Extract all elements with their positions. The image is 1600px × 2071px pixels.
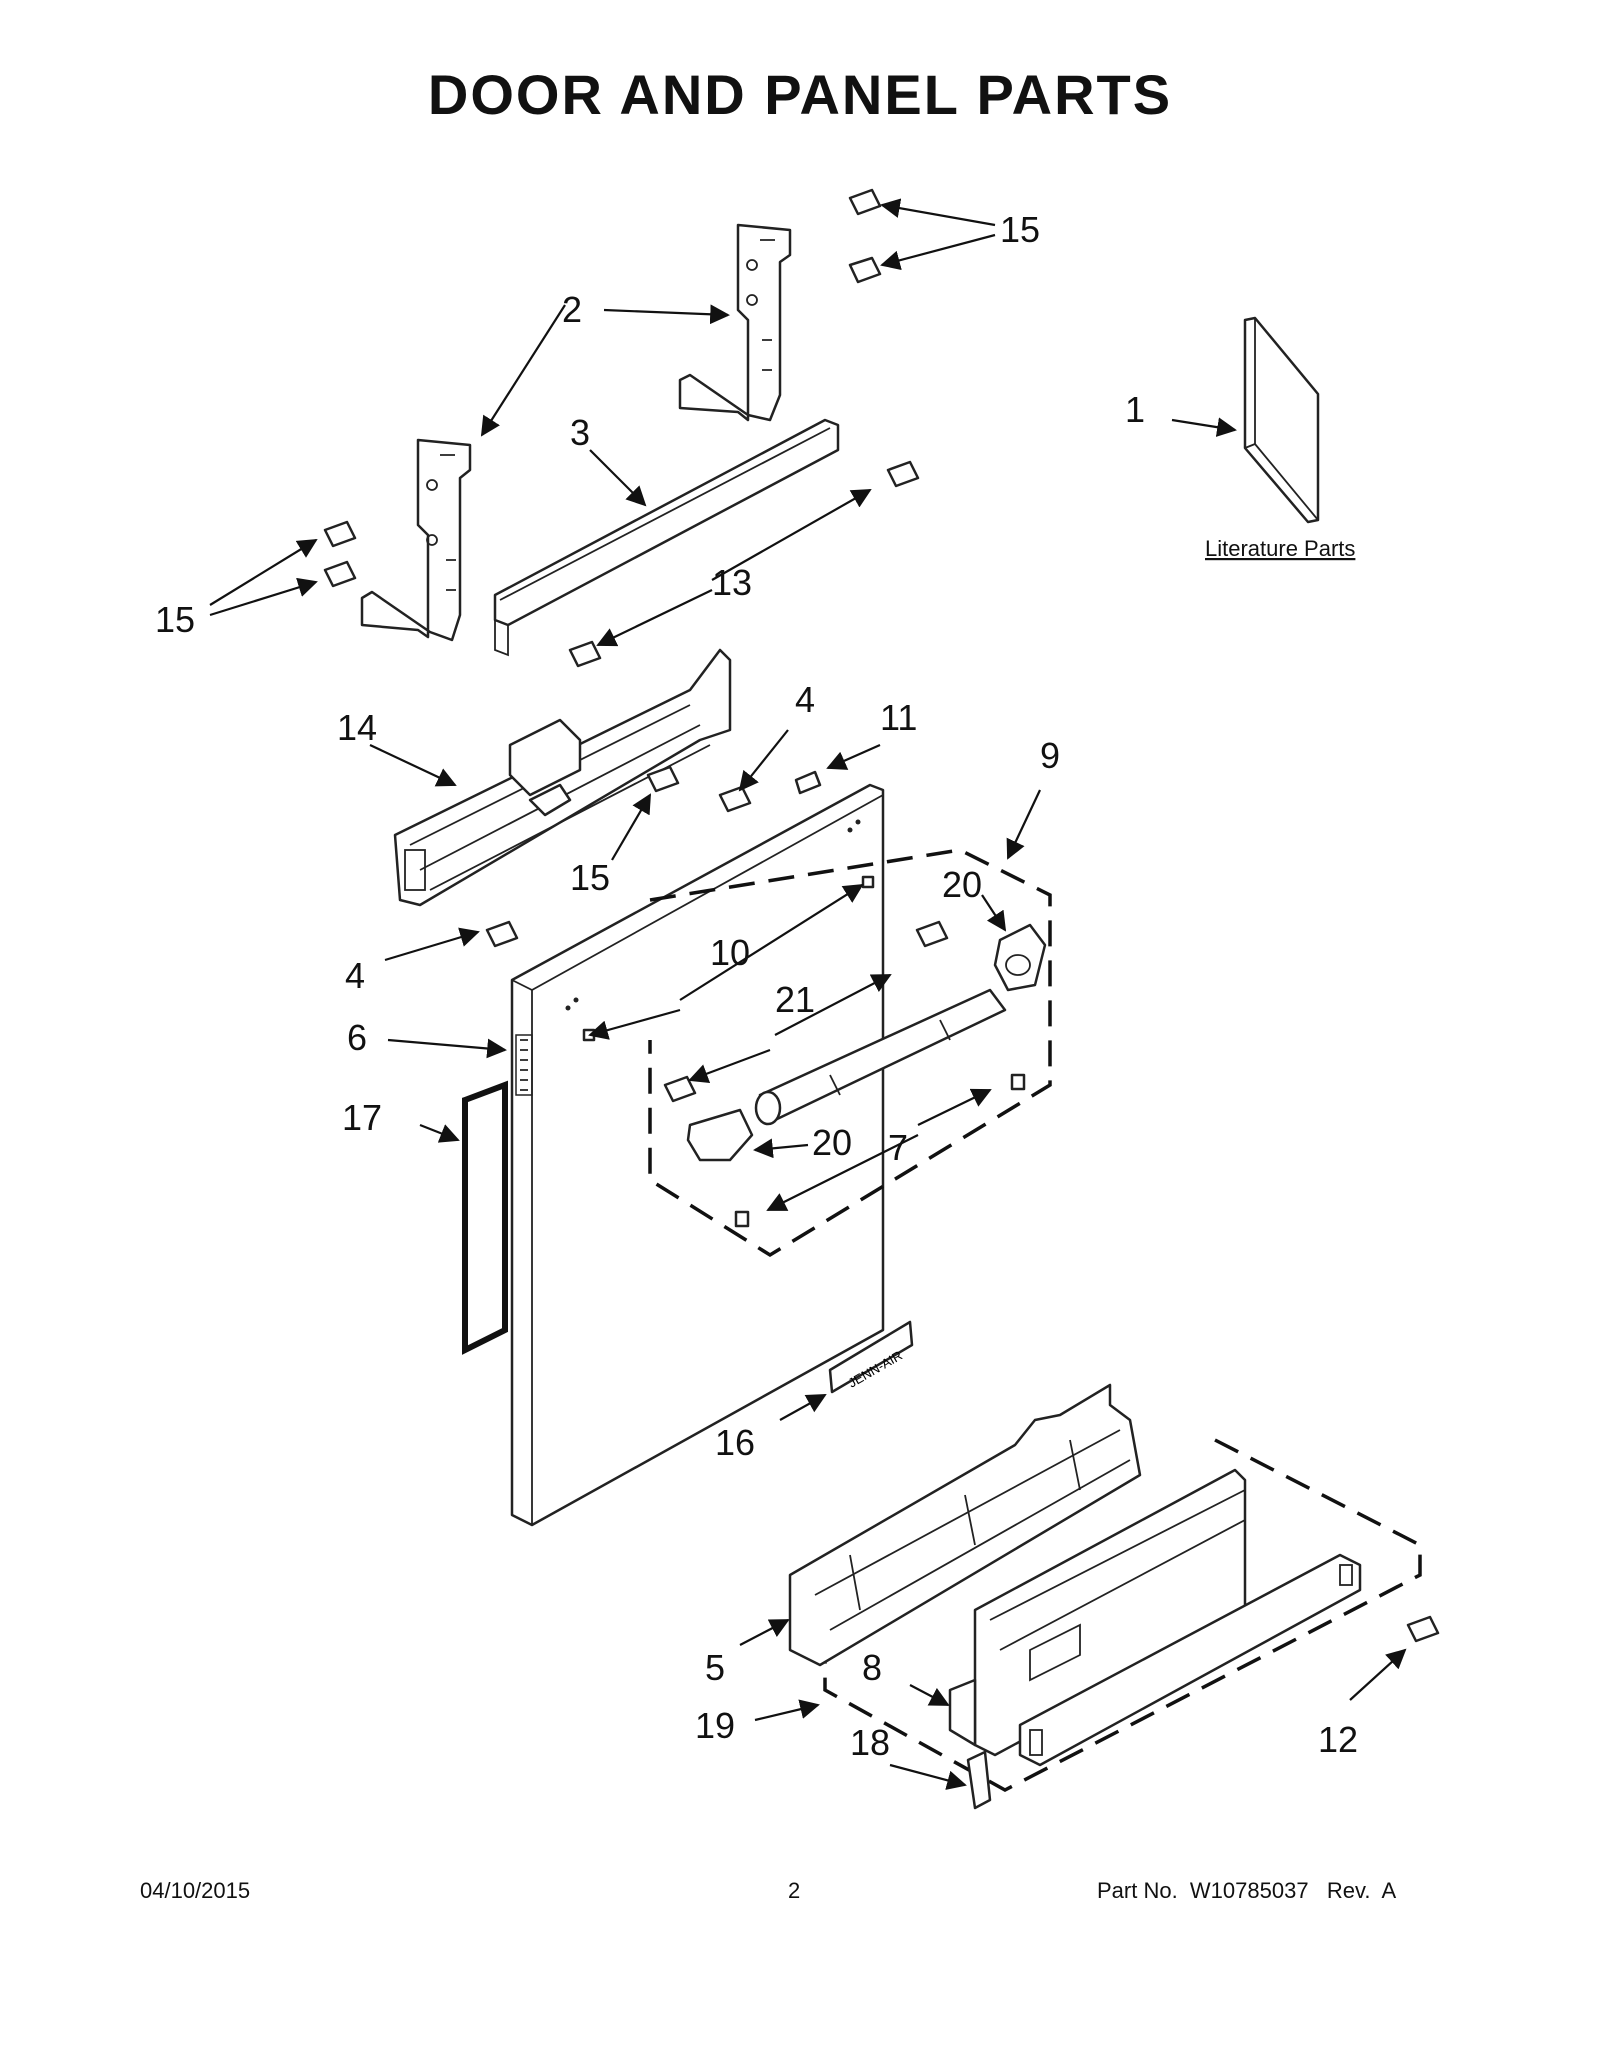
callout-20-bottom: 20 [812,1122,852,1163]
leader-lines [209,198,1407,1790]
toe-kick-panel [948,1468,1247,1757]
callout-17: 17 [342,1097,382,1138]
callout-8: 8 [862,1647,882,1688]
callout-19: 19 [695,1705,735,1746]
door-handle [754,988,1007,1126]
callout-4-lower: 4 [345,955,365,996]
toe-kick-rail [1018,1553,1362,1767]
hinge-bracket-right [678,223,792,422]
callout-13: 13 [712,562,752,603]
callout-15-left: 15 [155,599,195,640]
control-module [393,648,732,907]
toe-panel-clip [966,1750,992,1810]
callout-9: 9 [1040,735,1060,776]
callout-12: 12 [1318,1719,1358,1760]
handle-end-cap-top [993,923,1047,992]
callout-14: 14 [337,707,377,748]
callout-10: 10 [710,932,750,973]
screws [323,188,1440,1643]
toe-panel-bracket [788,1383,1142,1667]
footer-page-number: 2 [788,1878,801,1903]
callout-15-top: 15 [1000,209,1040,250]
callout-7: 7 [888,1127,908,1168]
support-rail [493,418,840,657]
toe-panel-outline [823,1438,1422,1792]
handle-end-cap-bottom [686,1108,754,1162]
literature-parts-book [1243,316,1320,524]
footer-date: 04/10/2015 [140,1878,251,1903]
callout-15-mid: 15 [570,857,610,898]
callout-2: 2 [562,289,582,330]
callout-18: 18 [850,1722,890,1763]
handle-assembly-outline [648,848,1052,1258]
page-title: DOOR AND PANEL PARTS [427,63,1173,126]
callout-21: 21 [775,979,815,1020]
callout-16: 16 [715,1422,755,1463]
callout-6: 6 [347,1017,367,1058]
callout-11: 11 [880,697,917,738]
callout-5: 5 [705,1647,725,1688]
footer-part-number: Part No. W10785037 Rev. A [1097,1878,1397,1903]
literature-parts-label: Literature Parts [1205,536,1355,561]
hinge-bracket-left [360,438,472,642]
callout-3: 3 [570,412,590,453]
door-gasket [462,1080,508,1355]
callout-20-top: 20 [942,864,982,905]
callout-4-upper: 4 [795,679,815,720]
callout-1: 1 [1125,389,1145,430]
